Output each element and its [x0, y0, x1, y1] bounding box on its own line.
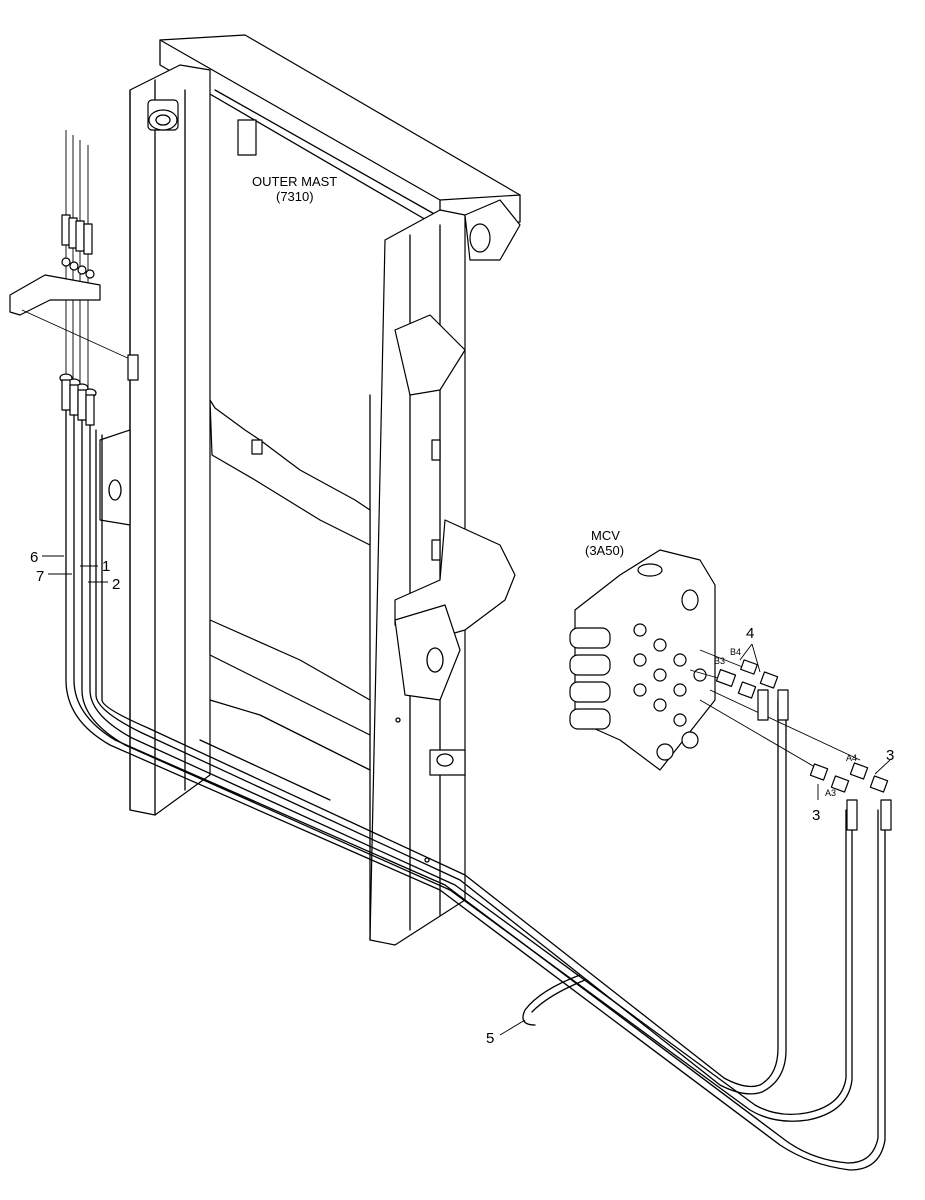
leader-lines [42, 555, 891, 1036]
mcv-label-line1: MCV [591, 528, 620, 543]
mcv-fittings [689, 649, 892, 831]
hose-routing [65, 409, 886, 1171]
callout-3-right: 3 [886, 747, 894, 764]
labels: OUTER MAST (7310) MCV (3A50) 6 7 1 2 4 3… [30, 174, 894, 1047]
callout-5: 5 [486, 1030, 494, 1047]
mcv-label-line2: (3A50) [585, 543, 624, 558]
callout-7: 7 [36, 568, 44, 585]
outer-mast-label-line2: (7310) [276, 189, 314, 204]
port-a4: A4 [846, 753, 857, 763]
port-a3: A3 [825, 788, 836, 798]
callout-2: 2 [112, 576, 120, 593]
outer-mast [99, 34, 521, 946]
mcv-valve-block [569, 549, 716, 771]
hose-clamp [522, 974, 586, 1026]
port-b4: B4 [730, 647, 741, 657]
callout-1: 1 [102, 558, 110, 575]
callout-6: 6 [30, 549, 38, 566]
upper-hose-fittings [9, 130, 139, 426]
port-b3: B3 [714, 656, 725, 666]
outer-mast-label-line1: OUTER MAST [252, 174, 337, 189]
callout-3-left: 3 [812, 807, 820, 824]
callout-4: 4 [746, 625, 754, 642]
